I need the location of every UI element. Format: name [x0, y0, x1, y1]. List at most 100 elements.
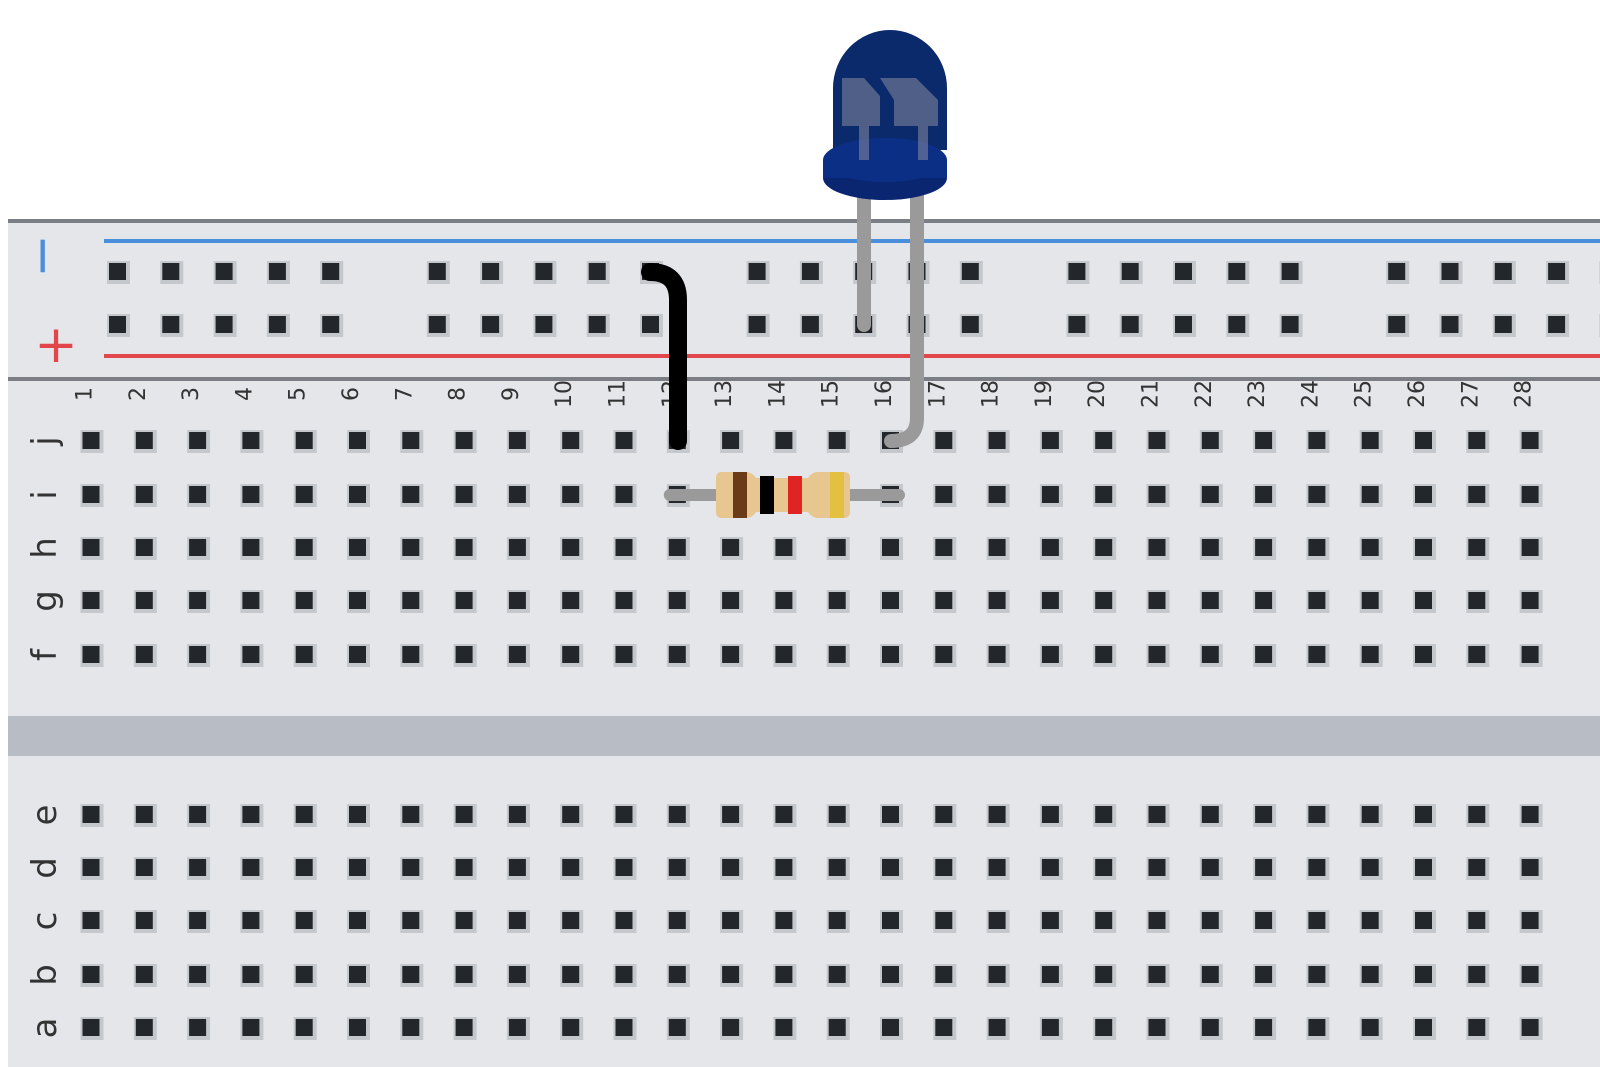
hole-i6[interactable] [347, 484, 370, 507]
hole-j8[interactable] [453, 430, 477, 453]
hole-h3[interactable] [187, 537, 211, 560]
hole-i27[interactable] [1466, 484, 1490, 507]
hole-g6[interactable] [347, 590, 370, 613]
hole-a7[interactable] [400, 1017, 424, 1040]
hole-c2[interactable] [133, 910, 157, 933]
hole-c26[interactable] [1413, 910, 1436, 933]
hole-j4[interactable] [240, 430, 264, 453]
hole-j22[interactable] [1199, 430, 1223, 453]
hole-e21[interactable] [1146, 804, 1170, 827]
hole-g4[interactable] [240, 590, 264, 613]
hole-a27[interactable] [1466, 1017, 1490, 1040]
hole-e6[interactable] [347, 804, 370, 827]
hole-e20[interactable] [1093, 804, 1117, 827]
rail-hole-positive[interactable] [426, 314, 450, 337]
hole-d7[interactable] [400, 857, 424, 880]
hole-e15[interactable] [826, 804, 850, 827]
hole-c5[interactable] [293, 910, 317, 933]
rail-hole-positive[interactable] [266, 314, 290, 337]
hole-f11[interactable] [613, 644, 637, 667]
hole-d12[interactable] [666, 857, 690, 880]
hole-f21[interactable] [1146, 644, 1170, 667]
hole-j13[interactable] [720, 430, 744, 453]
hole-b10[interactable] [560, 964, 584, 987]
hole-b26[interactable] [1413, 964, 1436, 987]
rail-hole-negative[interactable] [1439, 261, 1463, 284]
hole-j23[interactable] [1253, 430, 1277, 453]
hole-f18[interactable] [986, 644, 1010, 667]
hole-a3[interactable] [187, 1017, 211, 1040]
hole-i26[interactable] [1413, 484, 1436, 507]
hole-c11[interactable] [613, 910, 637, 933]
hole-a14[interactable] [773, 1017, 797, 1040]
hole-h11[interactable] [613, 537, 637, 560]
hole-c10[interactable] [560, 910, 584, 933]
hole-f25[interactable] [1359, 644, 1383, 667]
hole-h13[interactable] [720, 537, 744, 560]
rail-hole-positive[interactable] [213, 314, 237, 337]
hole-g17[interactable] [933, 590, 957, 613]
rail-hole-positive[interactable] [533, 314, 557, 337]
hole-d19[interactable] [1039, 857, 1063, 880]
hole-b2[interactable] [133, 964, 157, 987]
hole-g7[interactable] [400, 590, 424, 613]
hole-b16[interactable] [880, 964, 903, 987]
hole-a6[interactable] [347, 1017, 370, 1040]
hole-d27[interactable] [1466, 857, 1490, 880]
hole-e3[interactable] [187, 804, 211, 827]
hole-e5[interactable] [293, 804, 317, 827]
hole-f27[interactable] [1466, 644, 1490, 667]
hole-g26[interactable] [1413, 590, 1436, 613]
hole-h14[interactable] [773, 537, 797, 560]
hole-b12[interactable] [666, 964, 690, 987]
hole-f9[interactable] [506, 644, 530, 667]
hole-i18[interactable] [986, 484, 1010, 507]
hole-g3[interactable] [187, 590, 211, 613]
hole-i9[interactable] [506, 484, 530, 507]
hole-d9[interactable] [506, 857, 530, 880]
hole-b6[interactable] [347, 964, 370, 987]
hole-h9[interactable] [506, 537, 530, 560]
hole-e17[interactable] [933, 804, 957, 827]
hole-f3[interactable] [187, 644, 211, 667]
hole-h7[interactable] [400, 537, 424, 560]
hole-c8[interactable] [453, 910, 477, 933]
hole-h17[interactable] [933, 537, 957, 560]
hole-j20[interactable] [1093, 430, 1117, 453]
hole-i7[interactable] [400, 484, 424, 507]
rail-hole-positive[interactable] [1546, 314, 1570, 337]
rail-hole-positive[interactable] [1119, 314, 1143, 337]
hole-d5[interactable] [293, 857, 317, 880]
hole-e8[interactable] [453, 804, 477, 827]
hole-e23[interactable] [1253, 804, 1277, 827]
hole-d28[interactable] [1519, 857, 1543, 880]
hole-d16[interactable] [880, 857, 903, 880]
hole-g24[interactable] [1306, 590, 1330, 613]
hole-d1[interactable] [80, 857, 104, 880]
rail-hole-negative[interactable] [1546, 261, 1570, 284]
hole-c28[interactable] [1519, 910, 1543, 933]
rail-hole-positive[interactable] [160, 314, 184, 337]
hole-d17[interactable] [933, 857, 957, 880]
hole-e19[interactable] [1039, 804, 1063, 827]
rail-hole-positive[interactable] [586, 314, 610, 337]
hole-h8[interactable] [453, 537, 477, 560]
hole-j11[interactable] [613, 430, 637, 453]
hole-j21[interactable] [1146, 430, 1170, 453]
hole-g16[interactable] [880, 590, 903, 613]
hole-d10[interactable] [560, 857, 584, 880]
rail-hole-positive[interactable] [1173, 314, 1196, 337]
hole-h1[interactable] [80, 537, 104, 560]
hole-j3[interactable] [187, 430, 211, 453]
hole-e16[interactable] [880, 804, 903, 827]
rail-hole-positive[interactable] [959, 314, 983, 337]
rail-hole-positive[interactable] [1279, 314, 1303, 337]
rail-hole-negative[interactable] [1066, 261, 1090, 284]
hole-f8[interactable] [453, 644, 477, 667]
hole-c18[interactable] [986, 910, 1010, 933]
hole-f15[interactable] [826, 644, 850, 667]
hole-a5[interactable] [293, 1017, 317, 1040]
hole-e18[interactable] [986, 804, 1010, 827]
hole-a16[interactable] [880, 1017, 903, 1040]
hole-f4[interactable] [240, 644, 264, 667]
